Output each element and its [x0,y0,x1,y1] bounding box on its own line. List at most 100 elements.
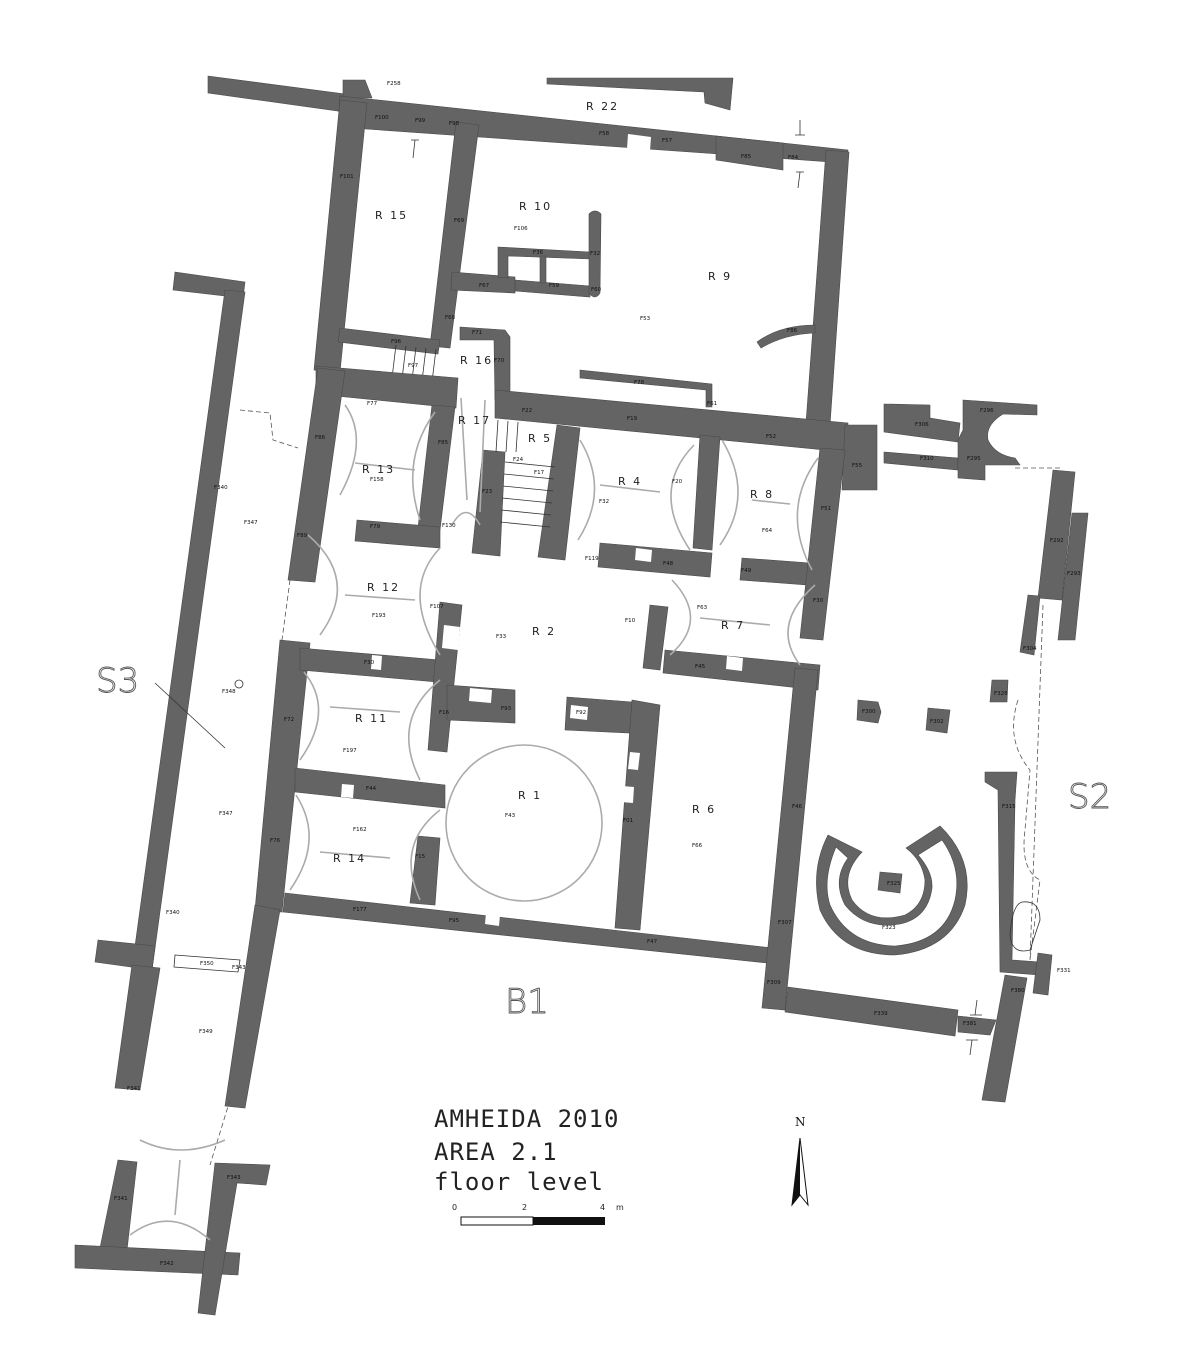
feature-label-f328: F328 [994,691,1008,697]
feature-label-f343b: F343 [227,1175,241,1181]
wall-f304 [1019,594,1041,656]
feature-label-f96: F96 [391,339,402,345]
feature-label-f100: F100 [375,115,389,121]
scale-tick-4: 4 [600,1203,605,1212]
feature-label-f64: F64 [762,528,773,534]
feature-label-f306: F306 [915,422,929,428]
feature-label-f95: F95 [449,918,460,924]
north-label: N [795,1115,806,1129]
wall-pillar [539,255,547,284]
room-label-r9: R 9 [708,270,732,283]
feature-label-f53: F53 [640,316,651,322]
wall-f78 [579,369,713,408]
wall-south-f177-f95-f47 [282,892,791,966]
feature-label-f258: F258 [387,81,401,87]
feature-label-f177: F177 [353,907,367,913]
niche [726,656,743,671]
wall-f341 [114,964,161,1091]
feature-label-f77: F77 [367,401,378,407]
stairs-f24 [495,419,556,528]
feature-label-f97: F97 [408,363,419,369]
feature-label-f01: F01 [623,818,633,824]
room-label-r17: R 17 [458,414,491,427]
feature-label-f307: F307 [778,920,792,926]
pier-f302 [925,707,951,734]
feature-label-f69: F69 [454,218,465,224]
feature-label-f70: F70 [494,358,505,364]
wall-f51-f30 [799,447,846,641]
feature-label-f89: F89 [297,533,308,539]
room-label-r15: R 15 [375,209,408,222]
north-arrow: N [791,1115,809,1207]
wall-f44 [294,767,446,809]
wall-f32-apse [588,210,602,298]
walls [74,75,1089,1316]
feature-label-f93: F93 [501,706,512,712]
wall-f10 [642,604,669,671]
feature-label-f15: F15 [415,854,426,860]
wall-r22-fragment [546,77,734,111]
wall-f20 [692,434,721,551]
room-label-r8: R 8 [750,488,774,501]
room-label-r16: R 16 [460,354,493,367]
room-label-r10: R 10 [519,200,552,213]
wall-f343-upper [224,904,281,1109]
wall-f56 [805,149,850,426]
feature-label-f72: F72 [284,717,294,723]
wall-f96 [337,327,441,355]
feature-label-f36: F36 [533,250,544,256]
feature-label-f55: F55 [852,463,863,469]
feature-label-f85a: F85 [741,154,752,160]
room-label-r13: R 13 [362,463,395,476]
wall-f93 [446,684,516,724]
room-label-r22: R 22 [586,100,619,113]
feature-label-f130: F130 [442,523,456,529]
vault-arcs [129,397,819,1241]
niche [628,752,640,770]
feature-label-f325: F325 [887,881,901,887]
feature-label-f99: F99 [415,118,426,124]
scale-bar: 0 2 4 m [452,1203,624,1226]
feature-label-f20: F20 [672,479,683,485]
title-area: AREA 2.1 [434,1138,558,1166]
wall-f341-lower [99,1159,138,1251]
feature-label-f59: F59 [549,283,560,289]
feature-f348-circle [234,679,244,689]
feature-label-f309: F309 [767,980,781,986]
wall-f331 [1032,952,1053,996]
feature-label-f32a: F32 [590,251,600,257]
doorway [627,134,651,151]
feature-label-f24: F24 [513,457,524,463]
feature-label-f16: F16 [439,710,450,716]
feature-label-f57: F57 [662,138,673,144]
feature-label-f162: F162 [353,827,367,833]
feature-label-f49: F49 [741,568,752,574]
wall-f119-f48 [597,542,713,578]
room-label-r5: R 5 [528,432,552,445]
feature-label-f348: F348 [222,689,236,695]
feature-label-f10: F10 [625,618,636,624]
feature-label-f106: F106 [514,226,528,232]
niche [341,784,354,798]
feature-label-f197: F197 [343,748,357,754]
room-label-r1: R 1 [518,789,542,802]
wall-north-fragment-west [207,75,346,113]
pier-f325 [877,871,903,894]
room-label-r12: R 12 [367,581,400,594]
wall-f293 [1057,512,1089,641]
s3-edge [209,409,299,1166]
feature-label-f107: F107 [430,604,444,610]
feature-label-f17: F17 [534,470,545,476]
feature-label-f79: F79 [370,524,381,530]
feature-label-f92: F92 [576,710,586,716]
feature-label-f63: F63 [697,605,708,611]
feature-label-f58: F58 [599,131,610,137]
feature-label-f47: F47 [647,939,658,945]
scale-unit: m [616,1203,624,1212]
feature-label-f340b: F340 [166,910,180,916]
feature-label-f68: F68 [445,315,456,321]
wall-pier-f258 [342,79,373,99]
wall-f292 [1037,469,1076,601]
feature-label-f86b: F86 [315,435,326,441]
